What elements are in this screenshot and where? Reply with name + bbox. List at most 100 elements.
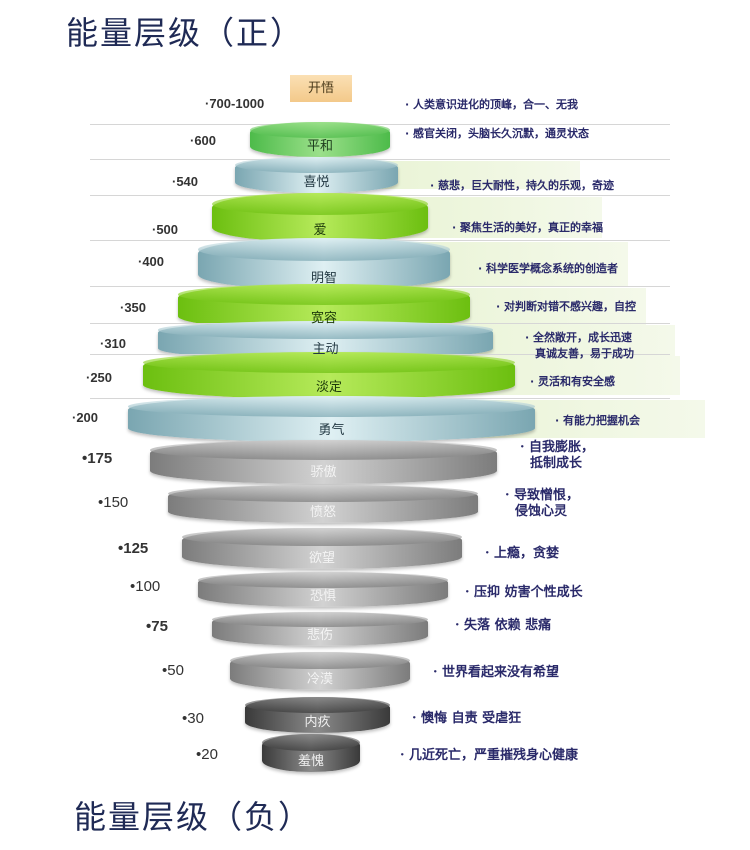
level-description: · 自我膨胀，抵制成长 <box>520 440 594 472</box>
level-disc: 悲伤 <box>212 612 428 646</box>
level-description: · 灵活和有安全感 <box>530 374 615 390</box>
level-disc: 主动 <box>158 321 493 360</box>
disc-top <box>250 122 390 138</box>
disc-top <box>150 440 497 460</box>
description-line: · 感官关闭，头脑长久沉默，通灵状态 <box>405 127 590 140</box>
description-line: · 压抑 妨害个性成长 <box>465 585 583 600</box>
description-line: · 懊悔 自责 受虐狂 <box>412 711 522 726</box>
level-description: · 世界看起来没有希望 <box>433 665 559 681</box>
separator-line <box>90 124 670 125</box>
level-name: 愤怒 <box>309 504 336 520</box>
level-disc: 勇气 <box>128 396 535 442</box>
level-name: 淡定 <box>315 380 342 396</box>
description-line: 真诚友善，易于成功 <box>535 347 634 360</box>
title-negative: 能量层级（负） <box>74 798 313 836</box>
description-line: 侵蚀心灵 <box>515 504 568 519</box>
level-name: 骄傲 <box>310 465 337 481</box>
level-disc: 平和 <box>250 122 390 157</box>
level-apex: 开悟 <box>290 75 352 102</box>
title-positive: 能量层级（正） <box>66 14 305 52</box>
level-name: 喜悦 <box>303 175 330 191</box>
level-value: •125 <box>118 540 149 557</box>
level-name: 欲望 <box>308 550 335 566</box>
level-value: •20 <box>196 746 218 763</box>
disc-top <box>158 321 493 339</box>
level-value: ·250 <box>86 370 113 385</box>
disc-top <box>198 238 450 262</box>
description-line: · 灵活和有安全感 <box>530 375 616 388</box>
disc-top <box>182 528 462 547</box>
level-disc: 愤怒 <box>168 485 478 523</box>
level-disc: 淡定 <box>143 352 515 399</box>
level-value: •175 <box>82 450 113 467</box>
disc-top <box>178 284 470 305</box>
level-disc: 骄傲 <box>150 440 497 484</box>
level-name: 恐惧 <box>309 589 336 605</box>
description-line: · 上瘾，贪婪 <box>485 546 560 561</box>
level-value: ·540 <box>172 174 199 189</box>
description-line: · 全然敞开，成长迅速 <box>525 331 633 344</box>
disc-top <box>212 612 428 628</box>
level-name: 勇气 <box>318 423 345 439</box>
description-line: · 科学医学概念系统的创造者 <box>478 262 619 275</box>
level-disc: 宽容 <box>178 284 470 330</box>
disc-top <box>262 734 360 752</box>
level-value: •50 <box>162 662 184 679</box>
description-line: · 有能力把握机会 <box>555 414 641 427</box>
disc-top <box>143 352 515 374</box>
description-line: · 聚焦生活的美好，真正的幸福 <box>452 221 604 234</box>
level-disc: 明智 <box>198 238 450 290</box>
level-value: ·500 <box>152 222 179 237</box>
description-line: · 几近死亡，严重摧残身心健康 <box>400 748 579 763</box>
level-disc: 爱 <box>212 193 428 242</box>
level-disc: 恐惧 <box>198 572 448 607</box>
level-description: · 懊悔 自责 受虐狂 <box>412 711 521 727</box>
description-line: 抵制成长 <box>530 456 583 471</box>
level-description: · 压抑 妨害个性成长 <box>465 585 583 601</box>
level-name: 冷漠 <box>306 671 333 687</box>
description-line: · 世界看起来没有希望 <box>433 665 560 680</box>
level-name: 悲伤 <box>306 628 333 644</box>
level-description: · 对判断对错不感兴趣，自控 <box>496 299 636 315</box>
level-value: •100 <box>130 578 161 595</box>
level-name: 主动 <box>312 341 339 357</box>
level-disc: 欲望 <box>182 528 462 569</box>
level-description: · 聚焦生活的美好，真正的幸福 <box>452 220 603 236</box>
level-disc: 羞愧 <box>262 734 360 772</box>
description-line: · 导致憎恨， <box>505 488 580 503</box>
level-description: · 科学医学概念系统的创造者 <box>478 261 618 277</box>
level-value: ·700-1000 <box>205 96 265 111</box>
disc-top <box>245 697 390 714</box>
level-disc: 喜悦 <box>235 157 398 193</box>
description-line: · 自我膨胀， <box>520 440 595 455</box>
disc-top <box>212 193 428 216</box>
level-disc: 内疚 <box>245 697 390 733</box>
disc-top <box>235 157 398 174</box>
level-name: 爱 <box>313 223 327 239</box>
disc-top <box>230 652 410 670</box>
level-description: · 人类意识进化的顶峰，合一、无我 <box>405 97 578 113</box>
level-description: · 导致憎恨，侵蚀心灵 <box>505 488 579 520</box>
level-value: •30 <box>182 710 204 727</box>
level-description: · 感官关闭，头脑长久沉默，通灵状态 <box>405 126 589 142</box>
description-line: · 失落 依赖 悲痛 <box>455 618 552 633</box>
level-description: · 上瘾，贪婪 <box>485 546 559 562</box>
level-name: 宽容 <box>310 311 337 327</box>
level-value: ·310 <box>100 336 127 351</box>
description-line: · 慈悲，巨大耐性，持久的乐观，奇迹 <box>430 179 615 192</box>
level-name: 羞愧 <box>297 753 324 769</box>
level-disc: 冷漠 <box>230 652 410 690</box>
level-value: •150 <box>98 494 129 511</box>
level-value: ·400 <box>138 254 165 269</box>
level-value: •75 <box>146 618 168 635</box>
description-line: · 人类意识进化的顶峰，合一、无我 <box>405 98 579 111</box>
level-description: · 慈悲，巨大耐性，持久的乐观，奇迹 <box>430 178 614 194</box>
level-description: · 失落 依赖 悲痛 <box>455 618 551 634</box>
level-value: ·350 <box>120 300 147 315</box>
disc-top <box>168 485 478 503</box>
description-line: · 对判断对错不感兴趣，自控 <box>496 300 637 313</box>
level-description: · 全然敞开，成长迅速真诚友善，易于成功 <box>525 330 634 362</box>
level-description: · 有能力把握机会 <box>555 413 640 429</box>
level-value: ·600 <box>190 133 217 148</box>
